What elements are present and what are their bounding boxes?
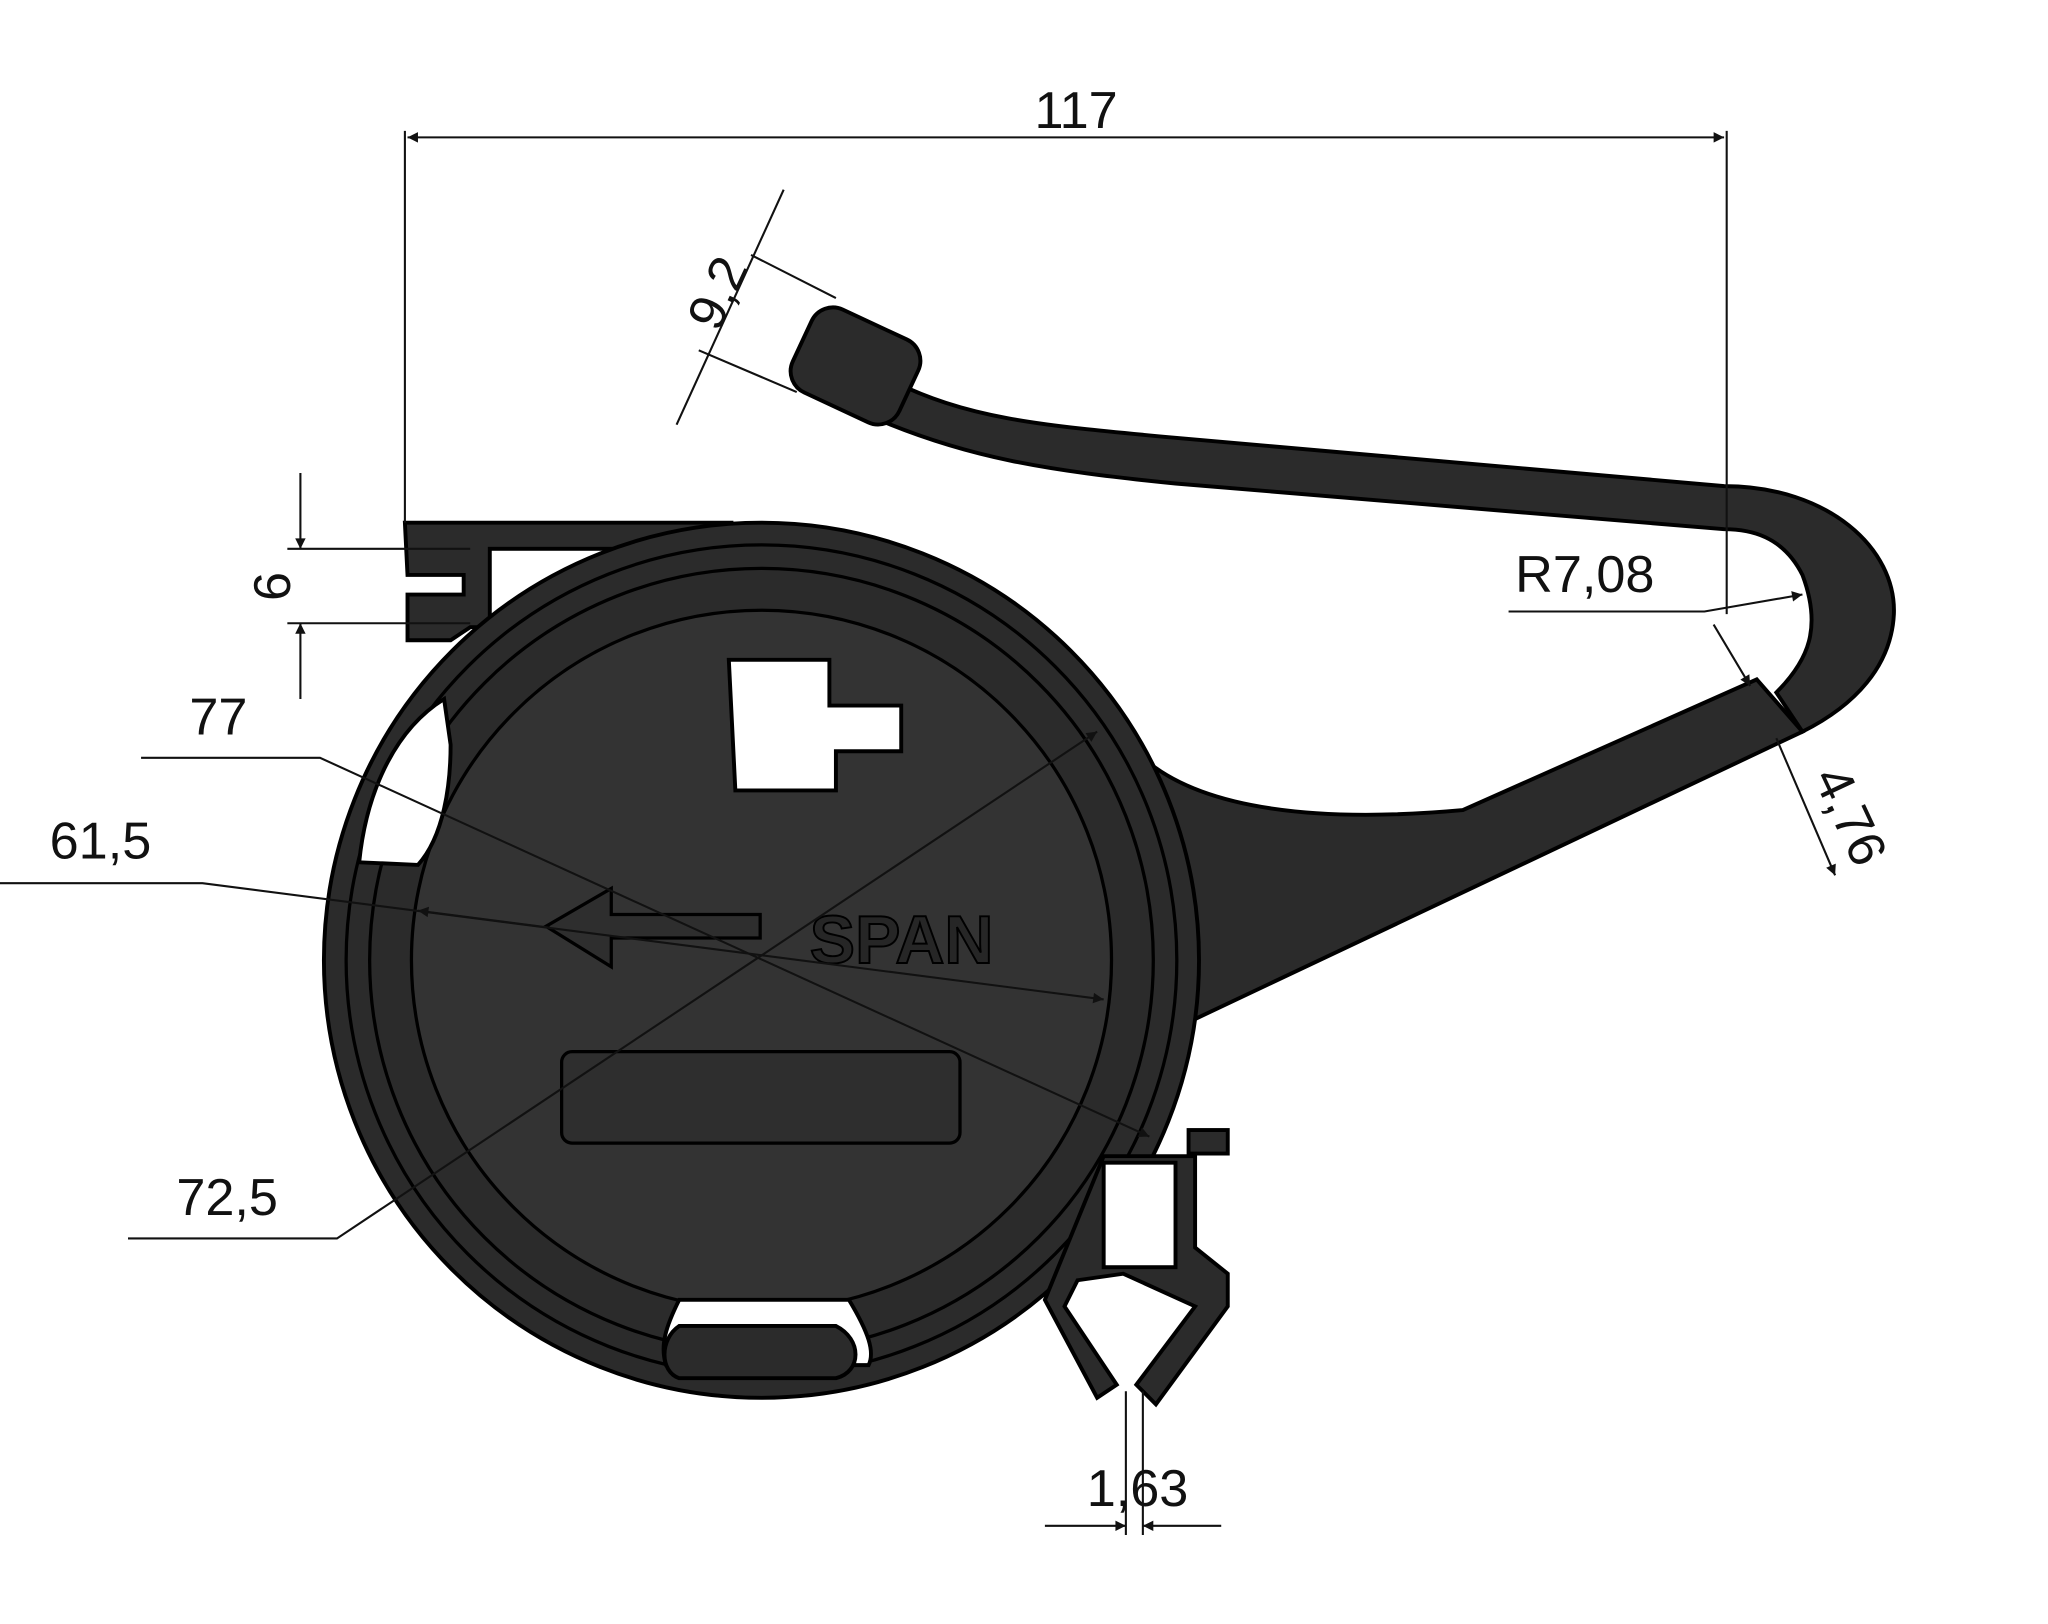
dim-hook-radius: R7,08 (1515, 546, 1654, 604)
dimensions: 117 9,2 6 77 61,5 72,5 R7,08 4,76 1,63 (0, 82, 1898, 1535)
upper-arm (872, 376, 1896, 735)
direction-arrow-icon (542, 885, 762, 970)
jaw-slot (1101, 1160, 1178, 1270)
lower-arm (1140, 677, 1806, 1022)
dim-outer-diameter: 77 (189, 688, 247, 746)
dim-ring-diameter: 72,5 (176, 1169, 278, 1227)
label-recess (560, 1050, 962, 1145)
window-cutout (726, 657, 904, 793)
dim-slot-height: 6 (244, 572, 302, 601)
left-cutout (357, 695, 453, 867)
dim-overall-width: 117 (1034, 82, 1117, 140)
arm-tip (788, 305, 923, 427)
jaw-pin (1186, 1128, 1230, 1156)
cable-clamp-part: SPAN (321, 305, 1896, 1408)
bottom-tab (662, 1323, 858, 1381)
lower-jaw (1042, 1154, 1230, 1408)
dim-inner-diameter: 61,5 (50, 812, 152, 870)
dim-gap-width: 1,63 (1087, 1460, 1189, 1518)
dim-arm-thickness: 4,76 (1802, 758, 1898, 875)
dim-tip-width: 9,2 (677, 248, 760, 338)
part-label: SPAN (810, 903, 994, 978)
